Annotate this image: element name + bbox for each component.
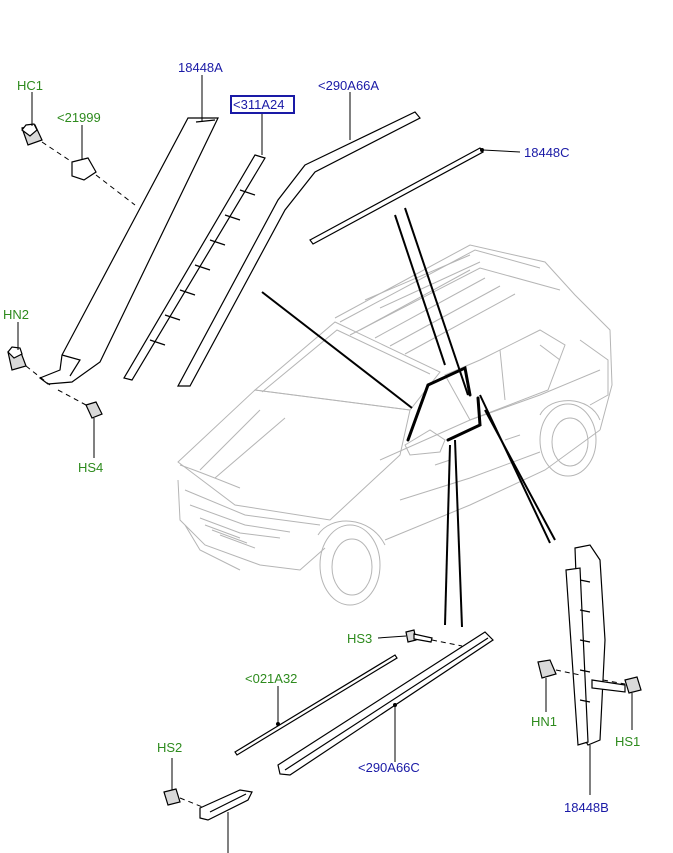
fixing-21999-nut[interactable] <box>71 125 97 181</box>
fixing-axis-line-upper <box>41 141 136 206</box>
fixing-hn1-nut[interactable] <box>537 659 557 712</box>
fixing-hn2-nut[interactable] <box>7 322 27 371</box>
fixing-hs1-screw[interactable] <box>624 676 642 730</box>
part-290a66a-moulding[interactable] <box>176 92 421 387</box>
part-18448b-pillar-trim[interactable] <box>565 544 626 795</box>
label-hs2[interactable]: HS2 <box>157 740 182 755</box>
label-hs4[interactable]: HS4 <box>78 460 103 475</box>
part-290a66c-moulding[interactable] <box>277 631 494 776</box>
part-311a24-seal[interactable] <box>123 112 266 381</box>
vehicle-outline <box>177 244 613 606</box>
highlight-box <box>230 95 295 114</box>
label-hn1[interactable]: HN1 <box>531 714 557 729</box>
fixing-axis-line-hs2 <box>179 797 206 809</box>
fixing-hs2-screw[interactable] <box>163 758 181 806</box>
label-hn2[interactable]: HN2 <box>3 307 29 322</box>
part-18448c-strip[interactable] <box>309 147 521 245</box>
label-18448c[interactable]: 18448C <box>524 145 570 160</box>
pointer-lines <box>261 207 556 628</box>
fixing-axis-line-hn1-hs1 <box>555 669 626 685</box>
door-window-frame-highlight <box>406 365 482 442</box>
part-small-bracket[interactable] <box>199 789 253 853</box>
label-021a32[interactable]: <021A32 <box>245 671 297 686</box>
label-hs1[interactable]: HS1 <box>615 734 640 749</box>
label-311a24[interactable]: <311A24 <box>233 97 284 112</box>
label-18448a[interactable]: 18448A <box>178 60 223 75</box>
fixing-axis-line-hs3 <box>431 639 463 647</box>
fixing-hc1-clip[interactable] <box>21 92 43 146</box>
label-290a66c[interactable]: <290A66C <box>358 760 420 775</box>
label-290a66a[interactable]: <290A66A <box>318 78 379 93</box>
part-021a32-seal[interactable] <box>234 654 398 756</box>
label-21999[interactable]: <21999 <box>57 110 101 125</box>
label-18448b[interactable]: 18448B <box>564 800 609 815</box>
label-hc1[interactable]: HC1 <box>17 78 43 93</box>
fixing-hs4-screw[interactable] <box>85 401 103 458</box>
fixing-hs3-screw[interactable] <box>377 629 433 643</box>
label-hs3[interactable]: HS3 <box>347 631 372 646</box>
